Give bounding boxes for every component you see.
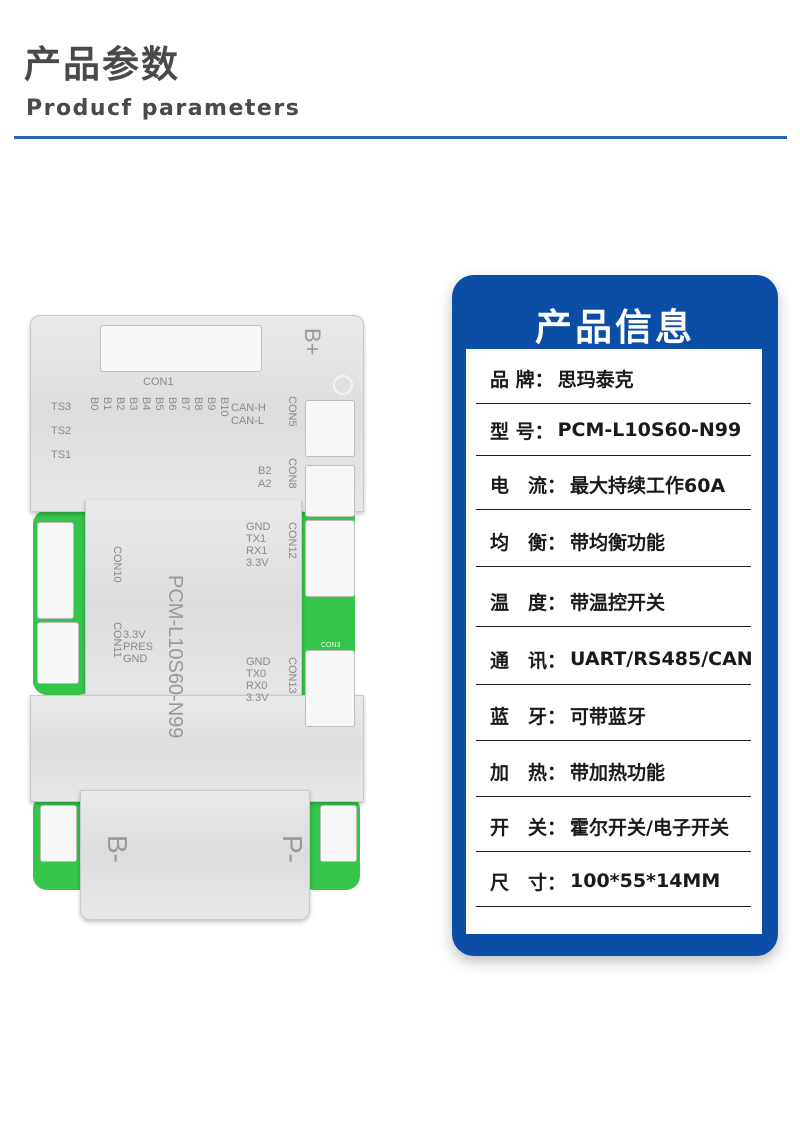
label-cell-b6: B6: [166, 397, 178, 411]
bms-board-image: B+ CON1 TS3 TS2 TS1 B0 B1 B2 B3 B4 B5 B6…: [25, 300, 370, 930]
label-con12: CON12: [286, 522, 298, 559]
info-value: UART/RS485/CAN: [570, 648, 753, 670]
label-con12-pin4: 3.3V: [246, 557, 269, 569]
mounting-hole: [333, 375, 353, 395]
info-key: 电 流：: [490, 474, 567, 497]
info-row-heating: 加 热： 带加热功能: [476, 746, 751, 797]
board-model-print: PCM-L10S60-N99: [164, 575, 186, 739]
label-ts1: TS1: [51, 449, 72, 461]
info-value: 带均衡功能: [570, 531, 666, 554]
label-cell-b9: B9: [205, 397, 217, 411]
heatsink-plate-lower: [30, 695, 364, 802]
label-cell-b3: B3: [127, 397, 139, 411]
connector-con1: [100, 325, 262, 372]
info-value: 最大持续工作60A: [570, 474, 726, 497]
label-con12-pin1: GND: [246, 521, 271, 533]
info-value: PCM-L10S60-N99: [557, 419, 742, 441]
label-can-h: CAN-H: [231, 402, 266, 414]
info-value: 带加热功能: [570, 761, 666, 784]
label-con13-pin4: 3.3V: [246, 692, 269, 704]
label-con11-pin2: PRES: [123, 641, 153, 653]
label-con11-pin1: 3.3V: [123, 629, 146, 641]
info-row-size: 尺 寸： 100*55*14MM: [476, 856, 751, 907]
product-info-card: 产品信息 品 牌： 思玛泰克 型 号： PCM-L10S60-N99 电 流： …: [452, 275, 778, 956]
label-cell-b7: B7: [179, 397, 191, 411]
label-b-minus: B-: [102, 835, 133, 863]
label-con13: CON13: [286, 657, 298, 694]
label-p-minus: P-: [277, 835, 308, 863]
connector-con11: [37, 622, 79, 684]
info-row-balance: 均 衡： 带均衡功能: [476, 516, 751, 567]
label-ts2: TS2: [51, 425, 72, 437]
connector-con10: [37, 522, 74, 619]
info-key: 加 热：: [490, 761, 567, 784]
info-value: 100*55*14MM: [570, 870, 721, 892]
info-key: 温 度：: [490, 591, 567, 614]
info-row-bluetooth: 蓝 牙： 可带蓝牙: [476, 690, 751, 741]
label-cell-b2: B2: [114, 397, 126, 411]
page-title-en: Producf parameters: [26, 96, 301, 121]
label-con13-pin2: TX0: [246, 668, 267, 680]
silk-con3: CON3: [321, 642, 341, 649]
label-con12-pin3: RX1: [246, 545, 268, 557]
connector-con8: [305, 465, 355, 517]
label-b-plus: B+: [300, 328, 325, 356]
info-value: 可带蓝牙: [570, 705, 647, 728]
label-a2: A2: [258, 478, 272, 490]
info-row-communication: 通 讯： UART/RS485/CAN: [476, 634, 753, 685]
connector-con5: [305, 400, 355, 457]
label-con1: CON1: [143, 376, 174, 388]
label-cell-b10: B10: [218, 397, 230, 417]
info-table: 品 牌： 思玛泰克 型 号： PCM-L10S60-N99 电 流： 最大持续工…: [466, 349, 762, 934]
info-key: 品 牌：: [490, 368, 554, 391]
label-con13-pin3: RX0: [246, 680, 268, 692]
info-key: 型 号：: [490, 420, 554, 443]
label-con5: CON5: [286, 396, 298, 427]
card-title: 产品信息: [535, 306, 695, 349]
info-value: 带温控开关: [570, 591, 666, 614]
terminal-p-minus: [320, 805, 357, 862]
title-divider: [14, 136, 787, 139]
info-row-model: 型 号： PCM-L10S60-N99: [476, 405, 751, 456]
page-title-cn: 产品参数: [24, 43, 180, 86]
info-key: 尺 寸：: [490, 871, 567, 894]
label-cell-b5: B5: [153, 397, 165, 411]
heatsink-plate-bottom: [80, 790, 310, 920]
heatsink-plate-middle: [85, 500, 302, 710]
info-key: 均 衡：: [490, 531, 567, 554]
label-can-l: CAN-L: [231, 415, 265, 427]
label-con13-pin1: GND: [246, 656, 271, 668]
label-con8: CON8: [286, 458, 298, 489]
label-b2: B2: [258, 465, 272, 477]
connector-con13: [305, 650, 355, 727]
info-row-current: 电 流： 最大持续工作60A: [476, 459, 751, 510]
info-key: 通 讯：: [490, 649, 567, 672]
info-key: 蓝 牙：: [490, 705, 567, 728]
label-cell-b1: B1: [101, 397, 113, 411]
info-row-switch: 开 关： 霍尔开关/电子开关: [476, 801, 751, 852]
label-con11: CON11: [111, 622, 123, 658]
info-row-brand: 品 牌： 思玛泰克: [476, 353, 751, 404]
info-value: 思玛泰克: [557, 368, 634, 391]
info-key: 开 关：: [490, 816, 567, 839]
connector-con12: [305, 520, 355, 597]
terminal-b-minus: [40, 805, 77, 862]
info-row-temperature: 温 度： 带温控开关: [476, 576, 751, 627]
label-con10: CON10: [111, 546, 123, 583]
label-cell-b8: B8: [192, 397, 204, 411]
label-cell-b0: B0: [88, 397, 100, 411]
info-value: 霍尔开关/电子开关: [570, 816, 729, 839]
label-con11-pin3: GND: [123, 653, 148, 665]
label-cell-b4: B4: [140, 397, 152, 411]
label-ts3: TS3: [51, 401, 72, 413]
label-con12-pin2: TX1: [246, 533, 267, 545]
